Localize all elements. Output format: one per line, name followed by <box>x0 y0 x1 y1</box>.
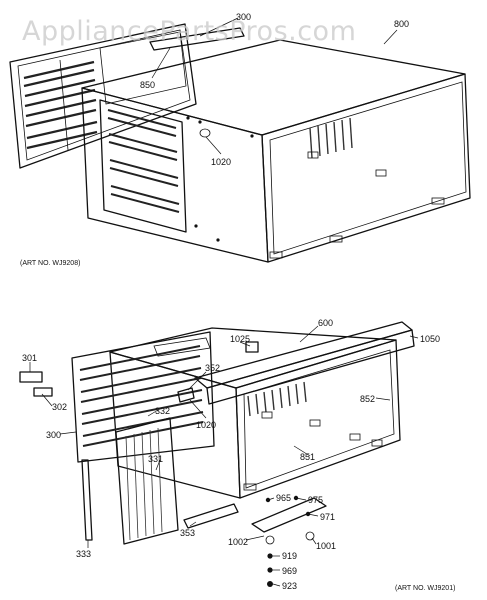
callout-975: 975 <box>308 495 323 505</box>
callout-971: 971 <box>320 512 335 522</box>
callout-352: 352 <box>205 363 220 373</box>
callout-top-800: 800 <box>394 19 409 29</box>
callout-923: 923 <box>282 581 297 591</box>
callout-965: 965 <box>276 493 291 503</box>
rear-grille-bottom <box>71 331 215 463</box>
callout-969: 969 <box>282 566 297 576</box>
callout-300-bottom: 300 <box>46 430 61 440</box>
callout-333: 333 <box>76 549 91 559</box>
callout-1050: 1050 <box>420 334 440 344</box>
top-rail-600 <box>194 321 413 389</box>
callout-1002: 1002 <box>228 537 248 547</box>
callout-1001: 1001 <box>316 541 336 551</box>
callout-301: 301 <box>22 353 37 363</box>
callout-1020-bottom: 1020 <box>196 420 216 430</box>
outer-cabinet <box>81 39 471 263</box>
grommet-1020 <box>199 128 211 138</box>
bottom-assembly: 600 1025 1050 301 352 302 332 852 300 10… <box>19 318 455 592</box>
callout-331: 331 <box>148 454 163 464</box>
callout-353: 353 <box>180 528 195 538</box>
callout-852: 852 <box>360 394 375 404</box>
top-rail-850 <box>149 27 245 51</box>
rod-333 <box>81 459 93 541</box>
rear-grille-panel <box>9 23 197 169</box>
callout-top-850: 850 <box>140 80 155 90</box>
callout-302: 302 <box>52 402 67 412</box>
callout-851: 851 <box>300 452 315 462</box>
callout-919: 919 <box>282 551 297 561</box>
callout-top-300: 300 <box>236 12 251 22</box>
callout-600: 600 <box>318 318 333 328</box>
callout-1025: 1025 <box>230 334 250 344</box>
art-number-top: (ART NO. WJ9208) <box>20 260 80 267</box>
louvre-panel-331 <box>115 417 179 545</box>
top-assembly: 300 800 850 1020 (ART NO. WJ9208) <box>9 12 471 267</box>
art-number-bottom: (ART NO. WJ9201) <box>395 585 455 592</box>
watermark: AppliancePartsPros.com <box>22 16 356 47</box>
callout-332: 332 <box>155 406 170 416</box>
callout-top-1020: 1020 <box>211 157 231 167</box>
